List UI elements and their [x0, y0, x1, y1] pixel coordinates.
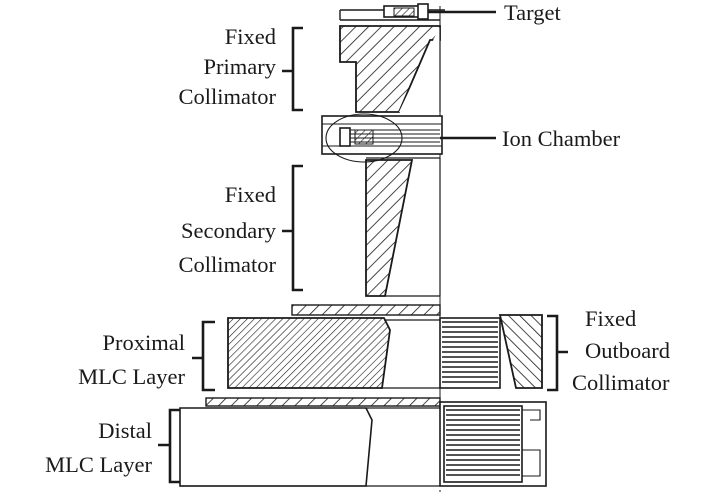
label-fixed-primary-3: Collimator: [179, 84, 277, 109]
label-fixed-primary-2: Primary: [204, 54, 277, 79]
bracket-distal-mlc: [158, 408, 180, 484]
label-fixed-secondary-1: Fixed: [225, 182, 276, 207]
distal-mlc-shape: [179, 397, 441, 487]
label-fixed-primary-1: Fixed: [225, 24, 276, 49]
proximal-mlc-shape: [227, 304, 441, 389]
ion-chamber-shape: [321, 113, 443, 163]
label-fixed-outboard-1: Fixed: [585, 306, 636, 331]
label-proximal-mlc-2: MLC Layer: [78, 364, 185, 389]
label-ion-chamber: Ion Chamber: [502, 126, 621, 151]
label-proximal-mlc-1: Proximal: [103, 330, 186, 355]
label-distal-mlc-1: Distal: [98, 418, 152, 443]
label-distal-mlc-2: MLC Layer: [45, 452, 152, 477]
bracket-fixed-primary: [282, 26, 303, 112]
label-fixed-secondary-3: Collimator: [179, 252, 277, 277]
label-fixed-secondary-2: Secondary: [181, 218, 277, 243]
distal-mlc-right-leaves: [439, 401, 547, 487]
label-fixed-outboard-3: Collimator: [572, 370, 670, 395]
fixed-outboard-collimator-shape: [498, 314, 543, 389]
fixed-secondary-collimator-shape: [365, 157, 441, 297]
label-fixed-outboard-2: Outboard: [585, 338, 670, 363]
bracket-proximal-mlc: [192, 320, 215, 392]
label-target: Target: [504, 0, 561, 25]
bracket-fixed-outboard: [547, 314, 568, 392]
proximal-mlc-right-leaves: [439, 317, 501, 389]
target-assembly: [339, 3, 445, 21]
fixed-primary-collimator-shape: [339, 25, 441, 113]
bracket-fixed-secondary: [282, 164, 303, 292]
